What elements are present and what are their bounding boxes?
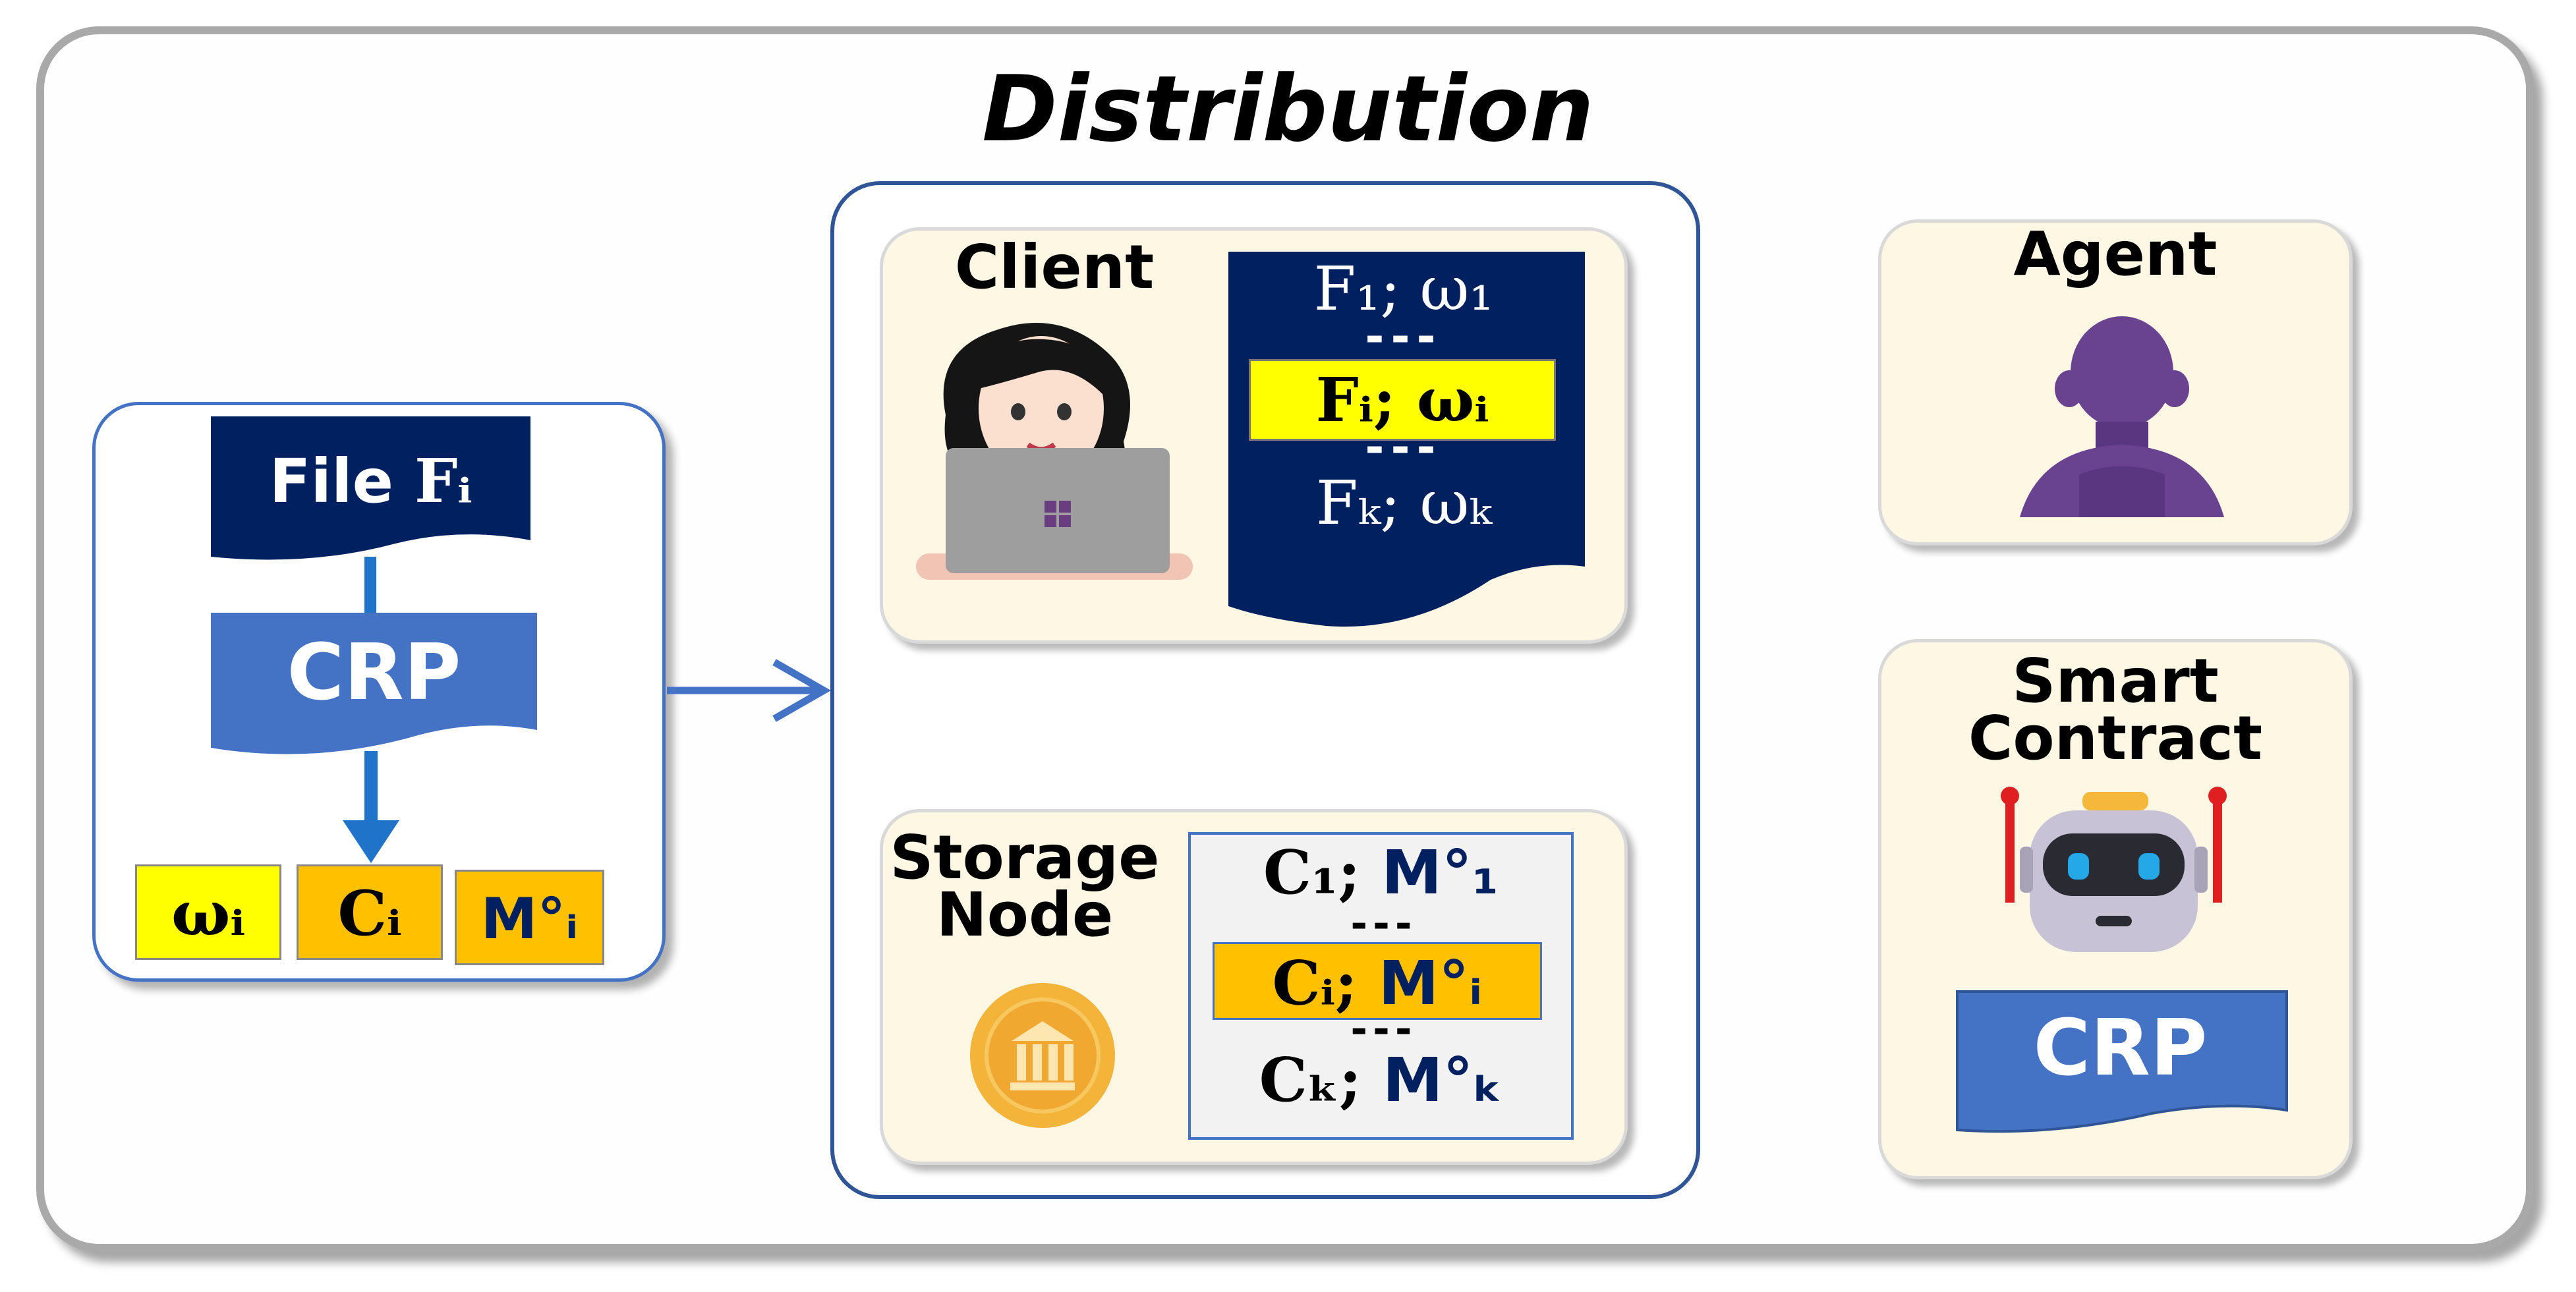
diagram-title: Distribution	[982, 56, 1594, 162]
chunk-c-text: Cₖ;	[1259, 1044, 1383, 1115]
storage-chunk-last: Cₖ; M°ₖ	[1188, 1044, 1574, 1115]
client-dash-separator: ---	[1365, 420, 1443, 474]
storage-dash-separator: ---	[1350, 899, 1417, 947]
file-symbol: Fᵢ	[415, 445, 472, 517]
smart-contract-title: Smart Contract	[1968, 646, 2263, 774]
chunk-m-text: M°₁	[1381, 837, 1499, 908]
file-to-crp-arrow	[364, 557, 376, 613]
agent-silhouette-icon	[2020, 316, 2224, 517]
storage-chunk-first: C₁; M°₁	[1188, 837, 1574, 908]
crp-label-right: CRP	[2033, 1002, 2208, 1093]
crp-document-shape-right	[1956, 990, 2288, 1133]
file-label: File Fᵢ	[211, 428, 530, 534]
chunk-m-text: M°ₖ	[1382, 1045, 1503, 1115]
chunk-m-text: M°ᵢ	[1378, 948, 1483, 1019]
crp-to-outputs-arrow	[364, 751, 378, 830]
file-text: File	[269, 446, 415, 517]
crp-document-shape-left	[211, 613, 537, 754]
storage-dash-separator: ---	[1350, 1005, 1417, 1053]
file-document-shape	[211, 416, 530, 560]
crp-to-outputs-arrowhead	[343, 820, 399, 863]
crp-label-left: CRP	[287, 627, 461, 717]
output-m: M°ᵢ	[455, 870, 604, 965]
chunk-c-text: C₁;	[1263, 837, 1382, 908]
client-file-first: F₁; ω₁	[1313, 254, 1494, 324]
agent-title: Agent	[2013, 219, 2218, 289]
client-avatar-icon	[916, 323, 1193, 580]
distribution-arrowhead	[772, 659, 832, 722]
client-dash-separator: ---	[1365, 310, 1443, 364]
robot-icon	[2001, 787, 2227, 952]
storage-chunk-current: Cᵢ; M°ᵢ	[1213, 942, 1542, 1020]
bank-coin-icon	[970, 983, 1115, 1128]
output-c: Cᵢ	[297, 864, 443, 960]
storage-node-title: Storage Node	[890, 822, 1160, 951]
chunk-c-text: Cᵢ;	[1272, 947, 1379, 1019]
output-omega: ωᵢ	[135, 864, 281, 960]
client-title: Client	[954, 232, 1155, 302]
client-file-current: Fᵢ; ωᵢ	[1249, 359, 1556, 441]
client-file-last: Fₖ; ωₖ	[1315, 468, 1492, 538]
